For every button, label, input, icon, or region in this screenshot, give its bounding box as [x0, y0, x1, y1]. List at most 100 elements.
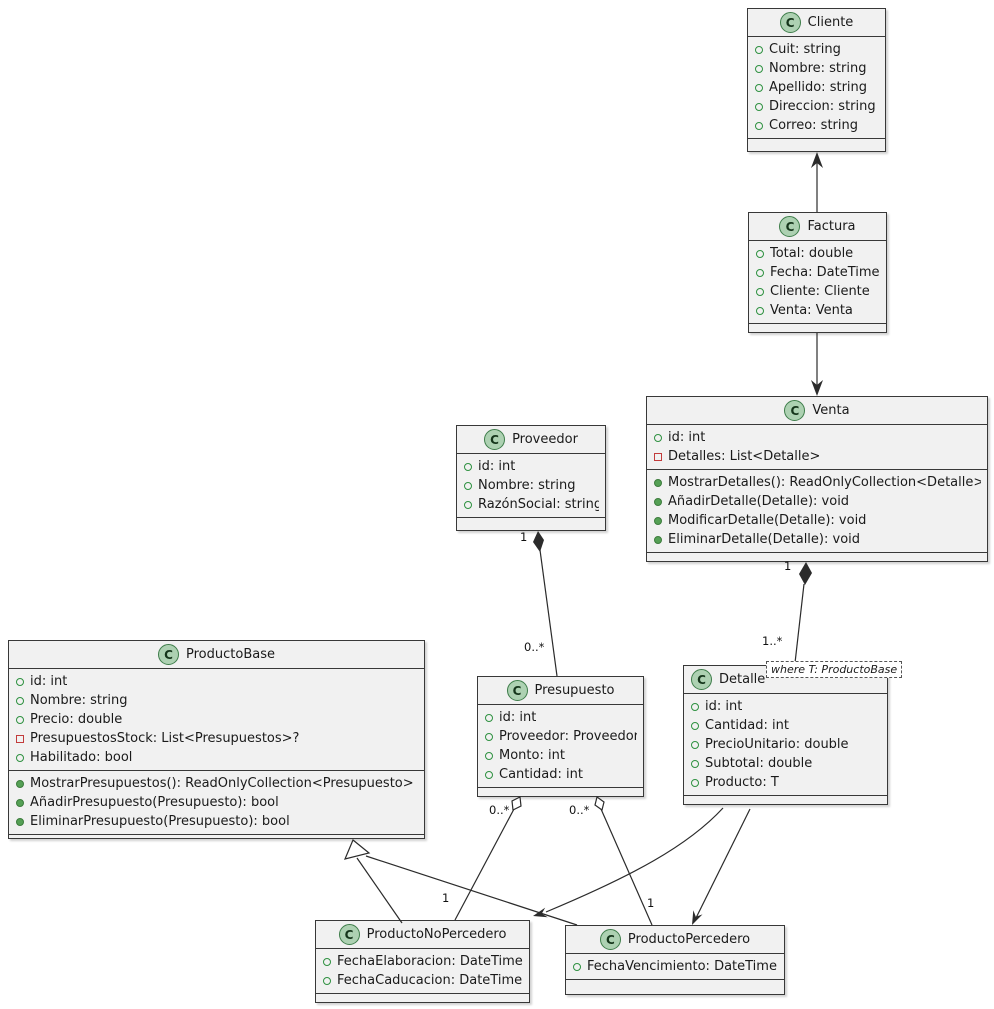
- public-field-icon: [485, 732, 493, 741]
- generic-type-note: where T: ProductoBase: [766, 661, 903, 678]
- class-spot-icon: C: [506, 680, 528, 701]
- method-row: AñadirPresupuesto(Presupuesto): bool: [15, 793, 418, 812]
- public-method-icon: [654, 516, 662, 525]
- empty-compartment: [566, 979, 784, 994]
- multiplicity-label: 1: [784, 559, 792, 573]
- method-text: ModificarDetalle(Detalle): void: [668, 513, 867, 528]
- methods-section: MostrarPresupuestos(): ReadOnlyCollectio…: [9, 770, 424, 834]
- public-field-icon: [16, 715, 24, 724]
- attribute-row: Cliente: Cliente: [755, 282, 880, 301]
- class-name: Venta: [812, 403, 850, 418]
- attribute-row: id: int: [690, 697, 881, 716]
- attribute-text: Venta: Venta: [770, 303, 853, 318]
- public-field-icon: [16, 677, 24, 686]
- public-method-icon: [654, 478, 662, 487]
- edge-inheritance-productobase: [343, 839, 578, 926]
- public-field-icon: [691, 759, 699, 768]
- private-field-icon: [16, 734, 24, 743]
- private-field-icon: [654, 452, 662, 461]
- class-header: C Presupuesto: [478, 677, 643, 704]
- public-field-icon: [755, 121, 763, 130]
- empty-compartment: [457, 517, 605, 530]
- class-header: C Proveedor: [457, 426, 605, 453]
- public-field-icon: [756, 306, 764, 315]
- public-method-icon: [654, 535, 662, 544]
- public-method-icon: [16, 817, 24, 826]
- method-text: EliminarPresupuesto(Presupuesto): bool: [30, 814, 290, 829]
- class-spot-icon: C: [338, 924, 360, 945]
- method-text: EliminarDetalle(Detalle): void: [668, 532, 861, 547]
- attribute-text: FechaElaboracion: DateTime: [337, 954, 523, 969]
- class-name: Presupuesto: [534, 683, 615, 698]
- attribute-text: Cantidad: int: [705, 718, 789, 733]
- public-field-icon: [691, 702, 699, 711]
- public-field-icon: [323, 957, 331, 966]
- class-spot-icon: C: [779, 12, 801, 33]
- public-field-icon: [323, 976, 331, 985]
- empty-compartment: [478, 787, 643, 796]
- public-field-icon: [485, 713, 493, 722]
- attribute-row: Total: double: [755, 244, 880, 263]
- methods-section: MostrarDetalles(): ReadOnlyCollection<De…: [647, 469, 987, 552]
- method-row: AñadirDetalle(Detalle): void: [653, 492, 981, 511]
- public-field-icon: [756, 249, 764, 258]
- attribute-row: Nombre: string: [754, 59, 879, 78]
- attribute-row: Producto: T: [690, 773, 881, 792]
- method-row: ModificarDetalle(Detalle): void: [653, 511, 981, 530]
- attribute-row: Habilitado: bool: [15, 748, 418, 767]
- method-row: EliminarPresupuesto(Presupuesto): bool: [15, 812, 418, 831]
- public-field-icon: [16, 753, 24, 762]
- class-spot-icon: C: [599, 929, 621, 950]
- public-field-icon: [691, 740, 699, 749]
- attribute-text: Correo: string: [769, 118, 858, 133]
- edge-proveedor-presupuesto-composition: [533, 531, 558, 677]
- attribute-row: PresupuestosStock: List<Presupuestos>?: [15, 729, 418, 748]
- empty-compartment: [749, 323, 886, 332]
- public-field-icon: [485, 751, 493, 760]
- attribute-text: Cliente: Cliente: [770, 284, 870, 299]
- attribute-text: PresupuestosStock: List<Presupuestos>?: [30, 731, 300, 746]
- method-text: MostrarPresupuestos(): ReadOnlyCollectio…: [30, 776, 414, 791]
- class-header: C ProductoNoPercedero: [316, 921, 529, 948]
- attribute-text: Cuit: string: [769, 42, 841, 57]
- multiplicity-label: 1: [442, 891, 450, 905]
- attribute-text: Apellido: string: [769, 80, 868, 95]
- attribute-row: Direccion: string: [754, 97, 879, 116]
- class-productonopercedero: C ProductoNoPercedero FechaElaboracion: …: [315, 920, 530, 1003]
- public-field-icon: [756, 268, 764, 277]
- method-row: MostrarPresupuestos(): ReadOnlyCollectio…: [15, 774, 418, 793]
- attribute-row: RazónSocial: string: [463, 495, 599, 514]
- class-name: Proveedor: [512, 432, 578, 447]
- attribute-row: Monto: int: [484, 746, 637, 765]
- class-name: Cliente: [807, 15, 854, 30]
- public-field-icon: [464, 481, 472, 490]
- attribute-text: id: int: [668, 430, 706, 445]
- public-method-icon: [16, 779, 24, 788]
- attribute-row: Nombre: string: [15, 691, 418, 710]
- attribute-text: Nombre: string: [478, 478, 576, 493]
- empty-compartment: [316, 993, 529, 1002]
- attribute-row: Cantidad: int: [690, 716, 881, 735]
- public-field-icon: [691, 721, 699, 730]
- class-header: C Cliente: [748, 9, 885, 36]
- attribute-text: FechaVencimiento: DateTime: [587, 959, 777, 974]
- public-field-icon: [654, 433, 662, 442]
- attribute-text: id: int: [478, 459, 516, 474]
- attribute-row: FechaVencimiento: DateTime: [572, 957, 778, 976]
- public-method-icon: [654, 497, 662, 506]
- class-header: C Detalle: [684, 666, 887, 693]
- attribute-row: Apellido: string: [754, 78, 879, 97]
- attribute-text: Fecha: DateTime: [770, 265, 880, 280]
- attribute-text: Total: double: [770, 246, 854, 261]
- multiplicity-label: 1..*: [762, 634, 783, 648]
- multiplicity-label: 1: [647, 896, 655, 910]
